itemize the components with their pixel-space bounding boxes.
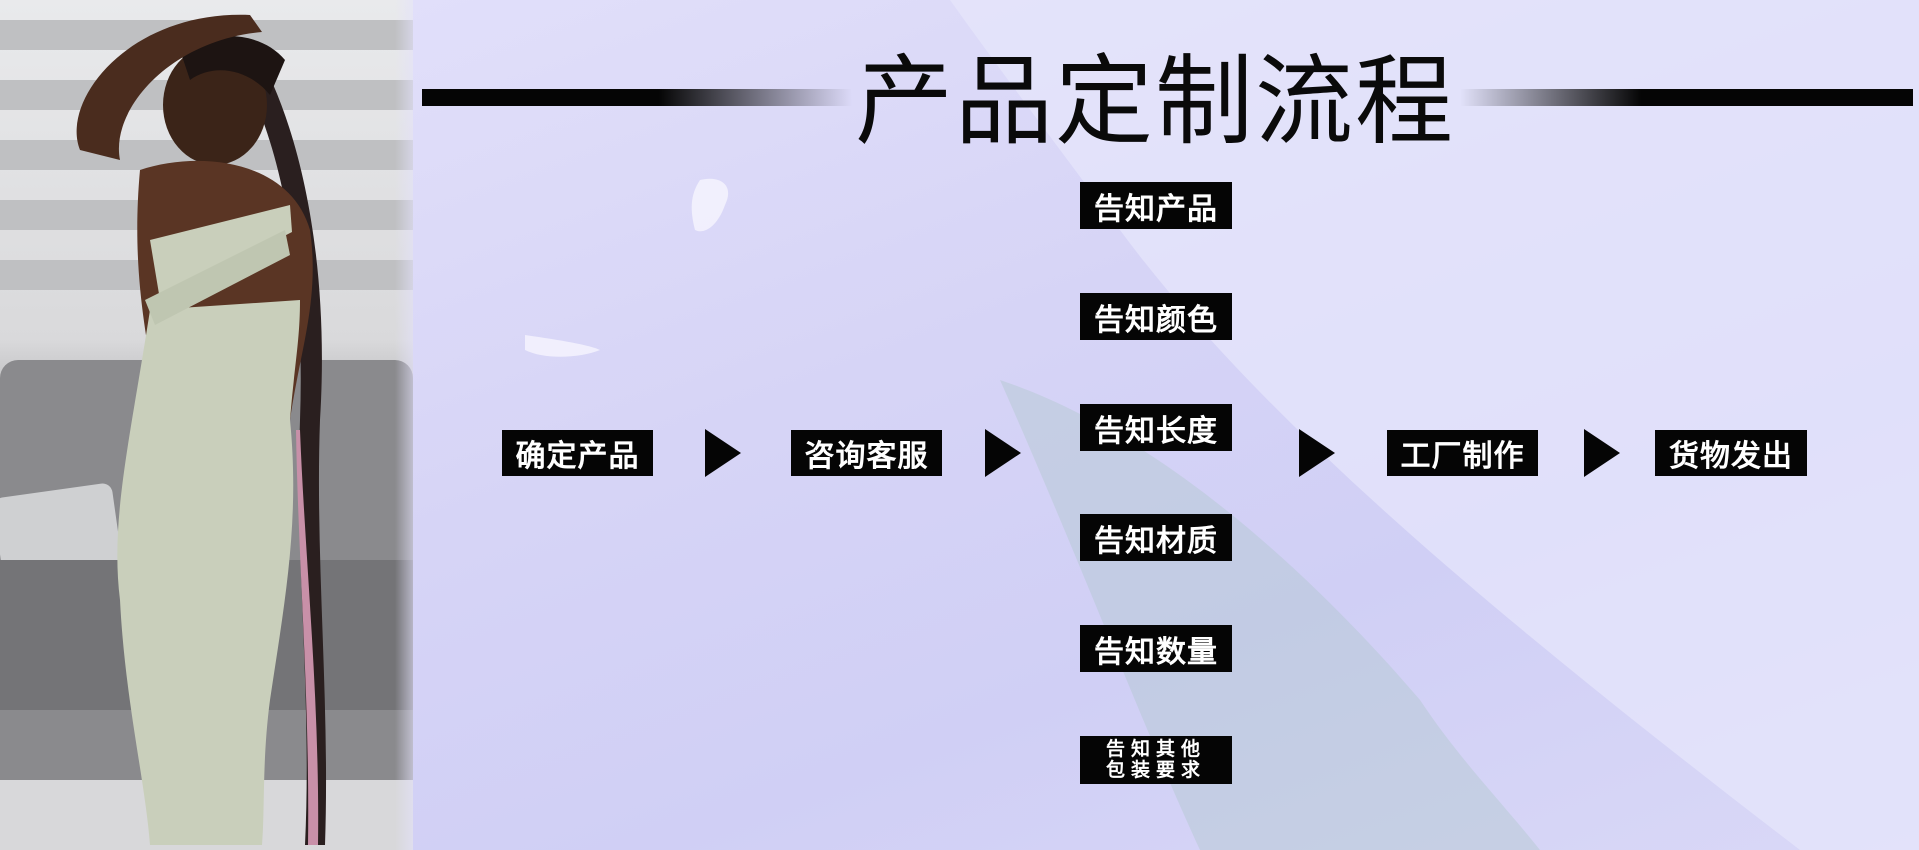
detail-step-other-packaging: 告知其他 包装要求 bbox=[1080, 736, 1232, 784]
page-title: 产品定制流程 bbox=[854, 45, 1455, 159]
flow-step-confirm-product: 确定产品 bbox=[502, 430, 653, 476]
flow-step-factory-production: 工厂制作 bbox=[1387, 430, 1538, 476]
photo-fade bbox=[395, 0, 413, 850]
play-arrow-icon bbox=[705, 429, 741, 477]
flow-step-goods-shipped: 货物发出 bbox=[1655, 430, 1807, 476]
play-arrow-icon bbox=[985, 429, 1021, 477]
title-rule-left bbox=[422, 89, 852, 106]
detail-step-material: 告知材质 bbox=[1080, 514, 1232, 561]
detail-step-product: 告知产品 bbox=[1080, 182, 1232, 229]
model-photo bbox=[0, 0, 413, 850]
play-arrow-icon bbox=[1584, 429, 1620, 477]
title-rule-right bbox=[1460, 89, 1913, 106]
detail-step-other-line1: 告知其他 bbox=[1105, 738, 1206, 760]
detail-step-quantity: 告知数量 bbox=[1080, 625, 1232, 672]
detail-step-length: 告知长度 bbox=[1080, 404, 1232, 451]
flow-step-consult-service: 咨询客服 bbox=[791, 430, 942, 476]
detail-step-color: 告知颜色 bbox=[1080, 293, 1232, 340]
model-figure bbox=[76, 14, 327, 845]
detail-step-other-line2: 包装要求 bbox=[1105, 759, 1206, 781]
play-arrow-icon bbox=[1299, 429, 1335, 477]
